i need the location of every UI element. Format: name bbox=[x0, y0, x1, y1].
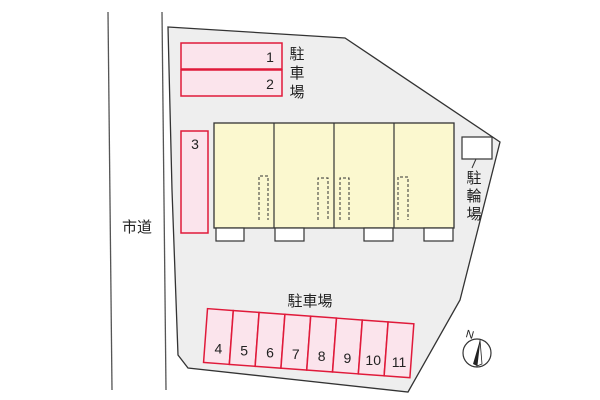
building bbox=[213, 122, 455, 242]
bike-parking-label-char: 駐 bbox=[466, 169, 481, 187]
stair-outline bbox=[258, 175, 269, 220]
bike-parking-box bbox=[461, 136, 493, 160]
parking-space bbox=[180, 69, 283, 97]
svg-text:車: 車 bbox=[289, 64, 304, 82]
parking-space-number: 11 bbox=[392, 354, 407, 370]
unit-step bbox=[363, 227, 394, 242]
parking-space bbox=[383, 321, 415, 379]
parking-space bbox=[180, 42, 283, 70]
bike-parking-leader bbox=[471, 158, 477, 169]
svg-text:駐: 駐 bbox=[289, 45, 304, 63]
unit-step bbox=[274, 227, 305, 242]
road-edge-right bbox=[161, 11, 167, 391]
parking-space-number: 4 bbox=[215, 341, 223, 357]
parking-space-number: 2 bbox=[266, 76, 274, 92]
compass-needle-light bbox=[476, 339, 483, 367]
parking-space bbox=[180, 130, 209, 234]
parking-space-number: 10 bbox=[365, 352, 381, 368]
stair-outline bbox=[317, 177, 329, 220]
stair-outline bbox=[397, 176, 409, 220]
compass-needle-dark bbox=[473, 340, 480, 366]
parking-space-number: 3 bbox=[191, 136, 199, 152]
bike-parking-label-char: 輪 bbox=[466, 187, 481, 205]
parking-space-number: 6 bbox=[266, 344, 274, 360]
parking-label-top: 駐 車 場 bbox=[289, 45, 304, 101]
parking-area-side: 3 bbox=[180, 130, 209, 234]
parking-space-number: 7 bbox=[292, 346, 300, 362]
road-label: 市道 bbox=[122, 218, 152, 236]
parking-label-bottom: 駐車場 bbox=[287, 292, 332, 310]
unit-step bbox=[215, 227, 245, 242]
parking-space-number: 5 bbox=[240, 342, 248, 358]
north-arrow: N bbox=[462, 328, 492, 368]
bike-parking: 駐 輪 場 bbox=[461, 136, 493, 223]
parking-area-top: 1 2 bbox=[180, 42, 283, 97]
parking-space-number: 8 bbox=[318, 348, 326, 364]
compass-letter: N bbox=[464, 328, 475, 342]
road-edge-left bbox=[107, 11, 113, 391]
parking-space-number: 9 bbox=[344, 350, 352, 366]
unit-step bbox=[423, 227, 454, 242]
parking-area-bottom: 4 5 6 7 8 9 10 11 bbox=[202, 307, 415, 379]
svg-text:場: 場 bbox=[289, 83, 304, 101]
stair-outline bbox=[339, 177, 350, 220]
parking-space-number: 1 bbox=[266, 49, 274, 65]
bike-parking-label-char: 場 bbox=[466, 205, 481, 223]
